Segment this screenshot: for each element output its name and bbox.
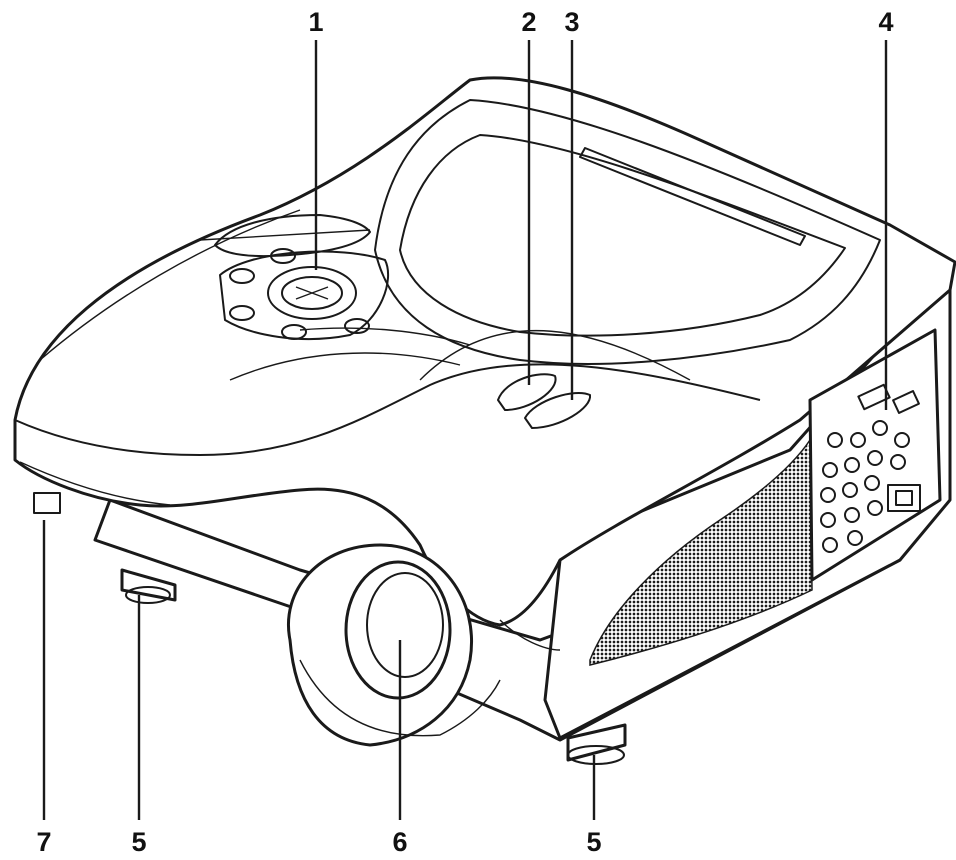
adjustable-foot-left [120, 568, 177, 604]
button-icon [229, 268, 255, 284]
indicators [497, 373, 591, 429]
control-panel [219, 248, 390, 340]
lens [287, 543, 501, 747]
callout-3: 3 [564, 7, 579, 37]
button-icon [270, 248, 296, 264]
side-vent [589, 437, 813, 666]
callout-5-right: 5 [586, 827, 601, 857]
callout-2: 2 [521, 7, 536, 37]
callout-1: 1 [308, 7, 323, 37]
callout-labels: 1 2 3 4 7 5 6 5 [36, 7, 893, 857]
callout-5-left: 5 [131, 827, 146, 857]
callout-6: 6 [392, 827, 407, 857]
callout-7: 7 [36, 827, 51, 857]
remote-sensor [33, 492, 61, 514]
button-icon [229, 305, 255, 321]
adjustable-foot-right [566, 723, 627, 765]
leader-lines [42, 40, 888, 820]
callout-4: 4 [878, 7, 893, 37]
button-icon [281, 324, 307, 340]
button-icon [344, 318, 370, 334]
terminal-panel [808, 328, 942, 582]
